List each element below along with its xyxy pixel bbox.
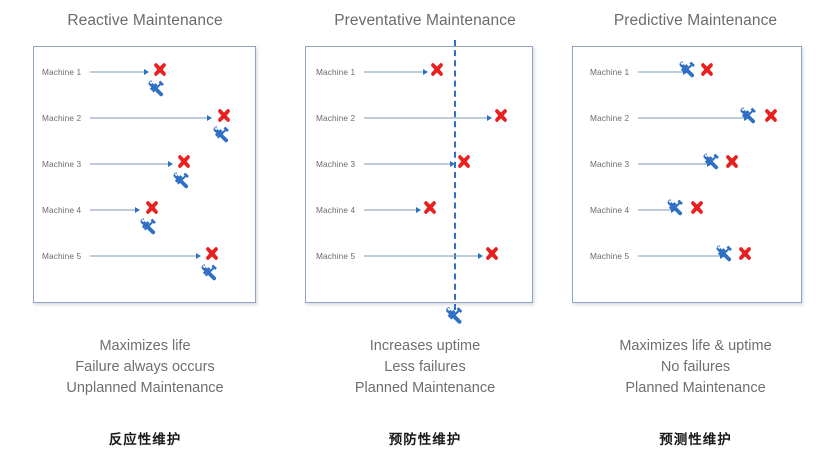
caption-cn-predictive: 预测性维护 <box>659 432 732 447</box>
caption-line: Maximizes life <box>99 338 191 354</box>
caption-preventative: Increases uptime Less failures Planned M… <box>290 336 560 399</box>
maintenance-tool-icon <box>678 61 696 84</box>
failure-x-icon <box>217 108 232 128</box>
caption-line: Unplanned Maintenance <box>66 380 224 396</box>
machine-timeline-line <box>638 71 683 73</box>
failure-x-icon <box>738 246 753 266</box>
maintenance-tool-icon <box>702 153 720 176</box>
maintenance-tool-icon <box>739 107 757 130</box>
maintenance-tool-icon <box>147 80 165 103</box>
panel-title-preventative: Preventative Maintenance <box>334 12 516 29</box>
panel-reactive: Reactive Maintenance <box>0 0 290 457</box>
caption-line: Increases uptime <box>369 338 481 354</box>
maintenance-tool-icon <box>200 264 218 287</box>
arrow-right-icon <box>168 161 173 167</box>
machine-timeline-line <box>638 209 671 211</box>
arrow-right-icon <box>207 115 212 121</box>
failure-x-icon <box>145 200 160 220</box>
machine-row-label: Machine 1 <box>42 67 82 77</box>
machine-row-label: Machine 2 <box>42 113 82 123</box>
machine-timeline-line <box>90 209 135 211</box>
caption-line: Less failures <box>384 359 466 375</box>
arrow-right-icon <box>196 253 201 259</box>
panel-predictive: Predictive Maintenance <box>560 0 831 457</box>
machine-row-label: Machine 4 <box>42 205 82 215</box>
caption-line: Maximizes life & uptime <box>619 338 772 354</box>
chart-box-preventative <box>305 46 533 303</box>
scheduled-maintenance-tool-icon <box>445 306 464 330</box>
failure-x-icon <box>153 62 168 82</box>
caption-cn-preventative: 预防性维护 <box>388 432 462 447</box>
panel-title-predictive: Predictive Maintenance <box>613 12 778 29</box>
chart-box-reactive <box>33 46 256 303</box>
machine-row-label: Machine 3 <box>590 159 630 169</box>
machine-row-label: Machine 5 <box>590 251 630 261</box>
machine-row-label: Machine 4 <box>316 205 356 215</box>
machine-row-label: Machine 3 <box>316 159 356 169</box>
machine-row-label: Machine 2 <box>590 113 630 123</box>
maintenance-tool-icon <box>139 218 157 241</box>
machine-timeline-line <box>638 255 720 257</box>
failure-x-icon <box>494 108 509 128</box>
caption-line: Failure always occurs <box>75 359 215 375</box>
failure-x-icon <box>177 154 192 174</box>
maintenance-tool-icon <box>715 245 733 268</box>
machine-row-label: Machine 5 <box>316 251 356 261</box>
machine-row-label: Machine 4 <box>590 205 630 215</box>
arrow-right-icon <box>135 207 140 213</box>
arrow-right-icon <box>487 115 492 121</box>
caption-line: Planned Maintenance <box>354 380 496 396</box>
failure-x-icon <box>485 246 500 266</box>
preventative-schedule-dashed-line <box>454 40 456 310</box>
machine-timeline-line <box>90 163 168 165</box>
caption-line: No failures <box>660 359 731 375</box>
arrow-right-icon <box>478 253 483 259</box>
machine-timeline-line <box>364 209 416 211</box>
caption-cn-reactive: 反应性维护 <box>108 432 182 447</box>
failure-x-icon <box>700 62 715 82</box>
maintenance-tool-icon <box>212 126 230 149</box>
arrow-right-icon <box>144 69 149 75</box>
maintenance-tool-icon <box>666 199 684 222</box>
machine-row-label: Machine 1 <box>316 67 356 77</box>
failure-x-icon <box>423 200 438 220</box>
failure-x-icon <box>457 154 472 174</box>
panel-title-reactive: Reactive Maintenance <box>67 12 223 29</box>
failure-x-icon <box>764 108 779 128</box>
machine-timeline-line <box>638 117 744 119</box>
arrow-right-icon <box>450 161 455 167</box>
caption-reactive: Maximizes life Failure always occurs Unp… <box>0 336 290 399</box>
machine-row-label: Machine 1 <box>590 67 630 77</box>
caption-predictive: Maximizes life & uptime No failures Plan… <box>560 336 831 399</box>
machine-row-label: Machine 5 <box>42 251 82 261</box>
caption-line: Planned Maintenance <box>625 380 766 396</box>
machine-timeline-line <box>364 71 423 73</box>
machine-timeline-line <box>90 71 144 73</box>
failure-x-icon <box>205 246 220 266</box>
panel-preventative: Preventative Maintenance <box>290 0 560 457</box>
chart-box-predictive <box>572 46 802 303</box>
failure-x-icon <box>430 62 445 82</box>
machine-row-label: Machine 2 <box>316 113 356 123</box>
machine-timeline-line <box>364 255 478 257</box>
machine-timeline-line <box>364 163 450 165</box>
machine-timeline-line <box>638 163 707 165</box>
arrow-right-icon <box>416 207 421 213</box>
maintenance-tool-icon <box>172 172 190 195</box>
machine-row-label: Machine 3 <box>42 159 82 169</box>
failure-x-icon <box>690 200 705 220</box>
machine-timeline-line <box>90 255 196 257</box>
failure-x-icon <box>725 154 740 174</box>
machine-timeline-line <box>364 117 487 119</box>
arrow-right-icon <box>423 69 428 75</box>
machine-timeline-line <box>90 117 207 119</box>
